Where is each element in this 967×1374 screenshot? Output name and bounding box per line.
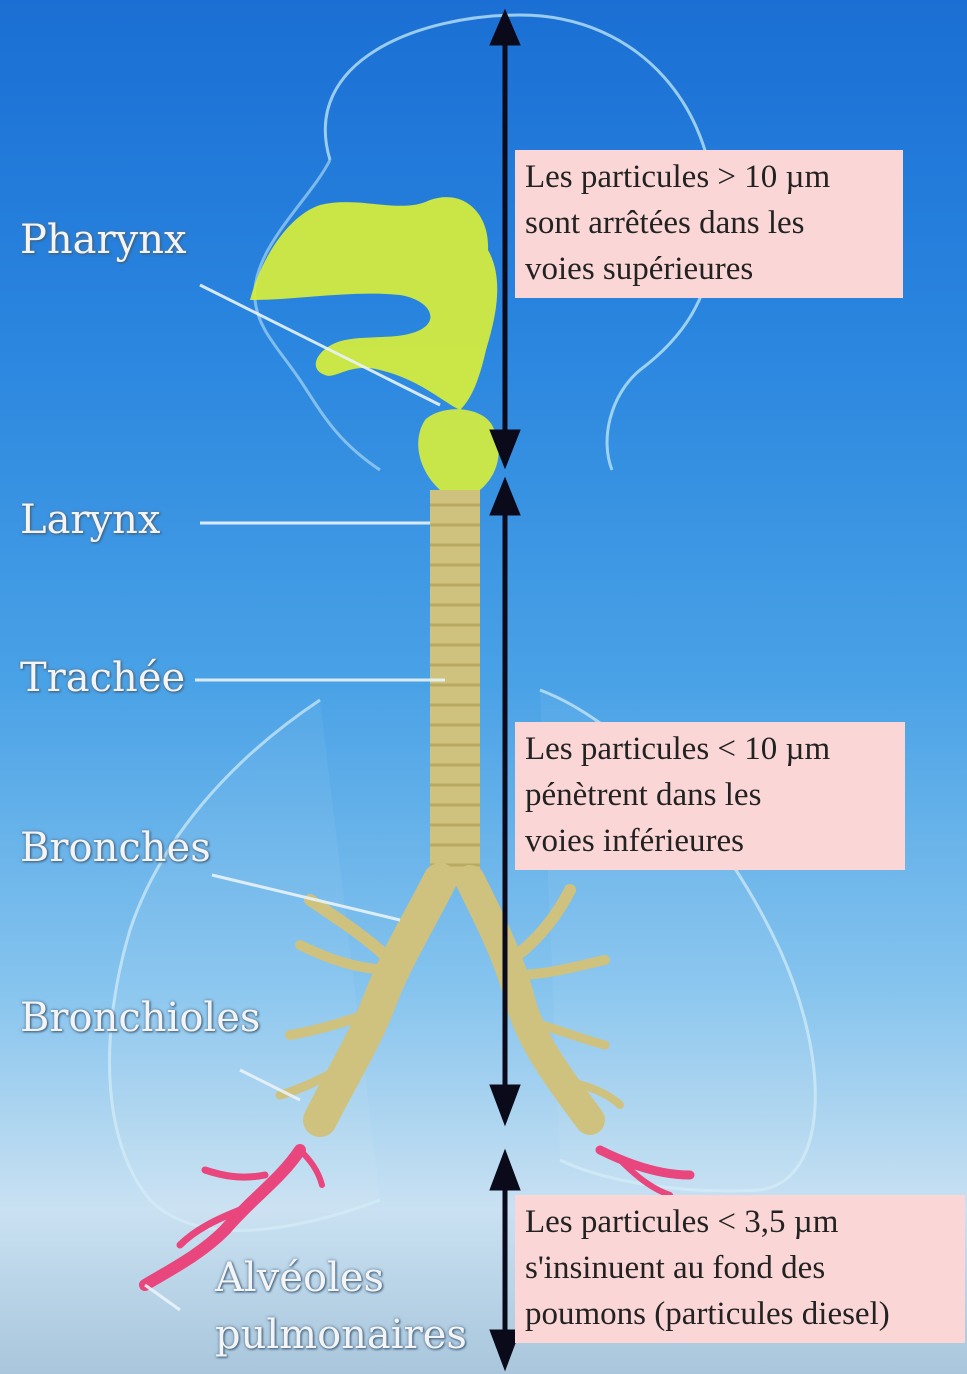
box-deep-line-3: poumons (particules diesel) [525, 1291, 955, 1337]
label-pulmonaires: pulmonaires [215, 1315, 467, 1355]
pharynx-shape [250, 197, 497, 410]
label-alveoles: Alvéoles [215, 1258, 384, 1298]
box-upper-line-3: voies supérieures [525, 246, 893, 292]
box-upper-line-1: Les particules > 10 µm [525, 154, 893, 200]
box-deep-line-1: Les particules < 3,5 µm [525, 1199, 955, 1245]
label-pharynx: Pharynx [20, 220, 187, 260]
box-lower-airways: Les particules < 10 µm pénètrent dans le… [515, 722, 905, 870]
box-lower-line-3: voies inférieures [525, 818, 895, 864]
box-deep-lungs: Les particules < 3,5 µm s'insinuent au f… [515, 1195, 965, 1343]
label-bronches: Bronches [20, 828, 211, 868]
trachea-shape [430, 490, 480, 880]
box-lower-line-1: Les particules < 10 µm [525, 726, 895, 772]
box-upper-line-2: sont arrêtées dans les [525, 200, 893, 246]
label-trachee: Trachée [20, 658, 185, 698]
label-larynx: Larynx [20, 500, 160, 540]
larynx-shape [418, 409, 498, 490]
box-upper-airways: Les particules > 10 µm sont arrêtées dan… [515, 150, 903, 298]
box-deep-line-2: s'insinuent au fond des [525, 1245, 955, 1291]
label-bronchioles: Bronchioles [20, 998, 260, 1038]
box-lower-line-2: pénètrent dans les [525, 772, 895, 818]
